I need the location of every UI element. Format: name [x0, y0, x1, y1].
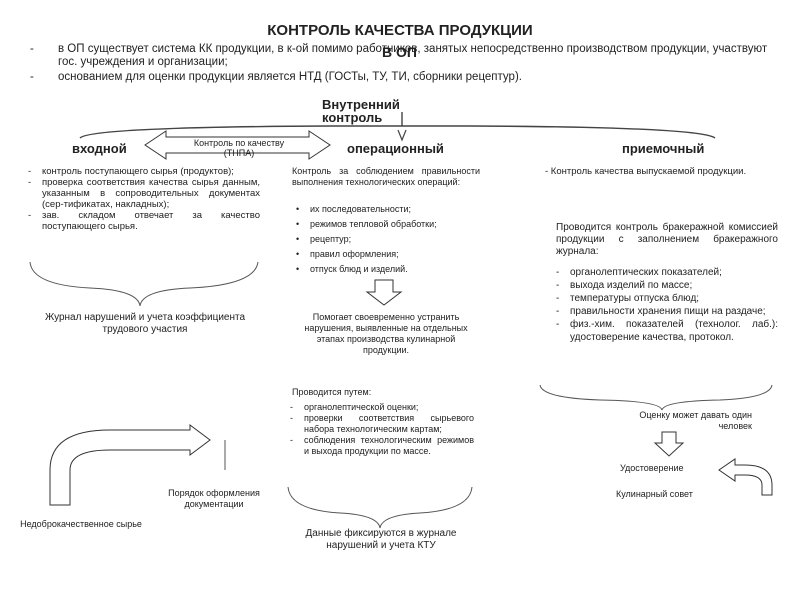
operational-item: правил оформления;	[282, 249, 482, 260]
acceptance-brace	[539, 384, 773, 411]
internal-control-label: Внутренний контроль	[322, 97, 400, 125]
branch-input-title: входной	[72, 141, 127, 156]
acceptance-item: физ.-хим. показателей (технолог. лаб.): …	[556, 318, 778, 344]
low-quality-raw: Недоброкачественное сырье	[20, 519, 142, 529]
intro-list: в ОП существует система КК продукции, в …	[30, 43, 770, 86]
acceptance-intro: - Контроль качества выпускаемой продукци…	[545, 166, 747, 177]
intro-item: в ОП существует система КК продукции, в …	[30, 43, 770, 69]
page-title: КОНТРОЛЬ КАЧЕСТВА ПРОДУКЦИИ	[267, 22, 533, 39]
operational-item: отпуск блюд и изделий.	[282, 264, 482, 275]
operational-methods: органолептической оценки; проверки соотв…	[290, 402, 474, 457]
acceptance-item: температуры отпуска блюд;	[556, 292, 778, 305]
input-items: контроль поступающего сырья (продуктов);…	[28, 166, 260, 232]
input-item: контроль поступающего сырья (продуктов);	[28, 166, 260, 177]
operational-item: их последовательности;	[282, 204, 482, 215]
council-curved-arrow	[718, 458, 773, 496]
top-brace	[79, 112, 716, 139]
operational-method: органолептической оценки;	[290, 402, 474, 413]
acceptance-commission: Проводится контроль бракеражной комиссие…	[556, 222, 778, 257]
input-item: проверка соответствия качества сырья дан…	[28, 177, 260, 210]
operational-method: проверки соответствия сырьевого набора т…	[290, 413, 474, 435]
operational-item: рецептур;	[282, 234, 482, 245]
branch-acceptance-title: приемочный	[622, 141, 705, 156]
double-arrow-label: Контроль по качеству (ТНПА)	[193, 138, 285, 158]
input-item: зав. складом отвечает за качество поступ…	[28, 210, 260, 232]
operational-intro: Контроль за соблюдением правильности вып…	[292, 166, 480, 187]
return-u-arrow	[49, 424, 211, 506]
operational-down-arrow	[365, 279, 403, 306]
doc-order: Порядок оформления документации	[168, 488, 260, 509]
input-brace	[29, 261, 259, 307]
operational-helps: Помогает своевременно устранить нарушени…	[304, 312, 468, 355]
operational-method: соблюдения технологическим режимов и вых…	[290, 435, 474, 457]
acceptance-items: органолептических показателей; выхода из…	[556, 266, 778, 344]
branch-operational-title: операционный	[347, 141, 444, 156]
acceptance-one-person: Оценку может давать один человек	[639, 410, 752, 431]
acceptance-down-arrow	[653, 431, 685, 457]
operational-item: режимов тепловой обработки;	[282, 219, 482, 230]
operational-items: их последовательности; режимов тепловой …	[282, 204, 482, 279]
operational-brace	[287, 486, 473, 529]
acceptance-certificate: Удостоверение	[620, 463, 684, 473]
acceptance-item: правильности хранения пищи на раздаче;	[556, 305, 778, 318]
intro-item: основанием для оценки продукции является…	[30, 71, 770, 84]
operational-data-note: Данные фиксируются в журнале нарушений и…	[305, 528, 457, 551]
input-journal: Журнал нарушений и учета коэффициента тр…	[44, 312, 246, 335]
acceptance-item: выхода изделий по массе;	[556, 279, 778, 292]
top-brace-arrowhead	[397, 129, 407, 142]
double-arrow	[144, 130, 331, 160]
acceptance-council: Кулинарный совет	[616, 489, 693, 499]
operational-method-title: Проводится путем:	[292, 387, 372, 397]
acceptance-item: органолептических показателей;	[556, 266, 778, 279]
